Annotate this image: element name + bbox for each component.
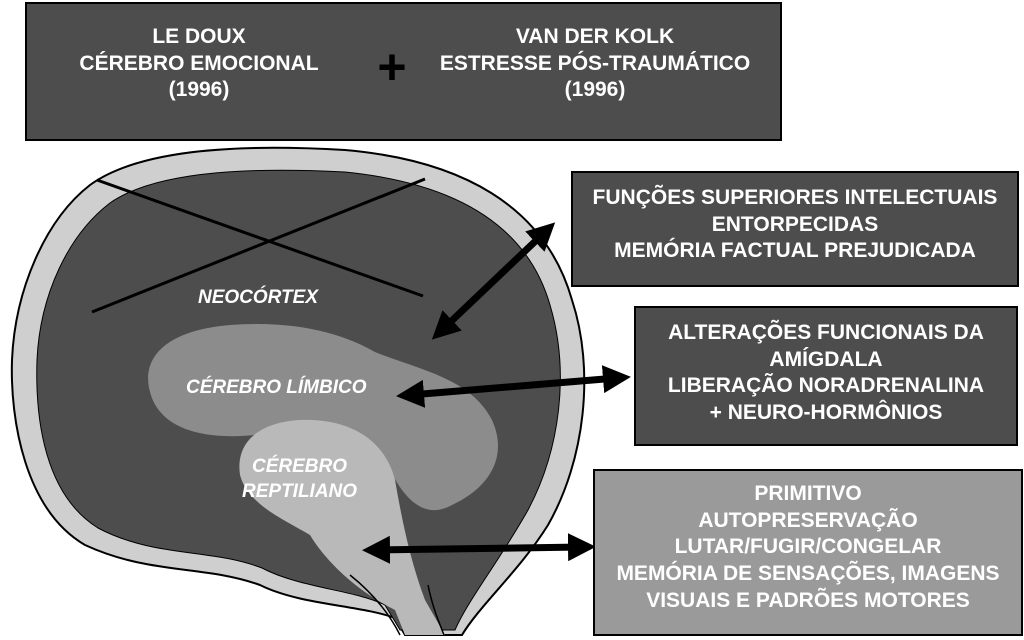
amygdala-line: ALTERAÇÕES FUNCIONAIS DA — [668, 321, 984, 344]
primitive-box: PRIMITIVO AUTOPRESERVAÇÃO LUTAR/FUGIR/CO… — [593, 469, 1023, 636]
functions-box: FUNÇÕES SUPERIORES INTELECTUAIS ENTORPEC… — [571, 171, 1019, 287]
ledoux-year: (1996) — [168, 78, 230, 102]
vanderkolk-reference: VAN DER KOLK ESTRESSE PÓS-TRAUMÁTICO (19… — [425, 24, 765, 104]
reptilian-region — [239, 419, 445, 635]
limbic-label: CÉREBRO LÍMBICO — [186, 377, 367, 398]
primitive-line: MEMÓRIA DE SENSAÇÕES, IMAGENS — [616, 561, 1000, 585]
amygdala-box: ALTERAÇÕES FUNCIONAIS DA AMÍGDALA LIBERA… — [634, 306, 1018, 446]
arrow-limbic — [396, 365, 631, 408]
amygdala-line: + NEURO-HORMÔNIOS — [709, 400, 943, 424]
ledoux-author: LE DOUX — [152, 25, 246, 48]
plus-sign: + — [377, 39, 407, 95]
ledoux-title: CÉREBRO EMOCIONAL — [79, 51, 319, 75]
reptilian-label-line: CÉREBRO — [252, 456, 348, 477]
amygdala-line: AMÍGDALA — [769, 347, 883, 371]
functions-line: FUNÇÕES SUPERIORES INTELECTUAIS — [592, 186, 998, 209]
arrow-reptilian — [362, 533, 596, 564]
cross-line — [96, 178, 424, 298]
brainstem-line — [427, 584, 445, 636]
primitive-line: VISUAIS E PADRÕES MOTORES — [646, 588, 970, 612]
cross-line — [91, 177, 426, 314]
functions-line: MEMÓRIA FACTUAL PREJUDICADA — [614, 239, 976, 263]
header-box: LE DOUX CÉREBRO EMOCIONAL (1996) + VAN D… — [25, 2, 782, 141]
neocortex-label: NEOCÓRTEX — [198, 287, 319, 308]
vanderkolk-title: ESTRESSE PÓS-TRAUMÁTICO — [439, 51, 751, 75]
primitive-line: PRIMITIVO — [754, 482, 862, 505]
ledoux-reference: LE DOUX CÉREBRO EMOCIONAL (1996) — [49, 24, 349, 104]
brainstem-line — [349, 574, 401, 636]
functions-line: ENTORPECIDAS — [711, 212, 879, 236]
vanderkolk-author: VAN DER KOLK — [515, 25, 675, 48]
primitive-line: AUTOPRESERVAÇÃO — [698, 508, 918, 532]
arrow-neocortex — [431, 222, 556, 340]
amygdala-line: LIBERAÇÃO NORADRENALINA — [667, 374, 985, 398]
vanderkolk-year: (1996) — [564, 78, 626, 102]
reptilian-label-line: REPTILIANO — [242, 480, 358, 502]
reptilian-label: CÉREBRO REPTILIANO — [242, 455, 357, 504]
primitive-line: LUTAR/FUGIR/CONGELAR — [674, 535, 942, 559]
